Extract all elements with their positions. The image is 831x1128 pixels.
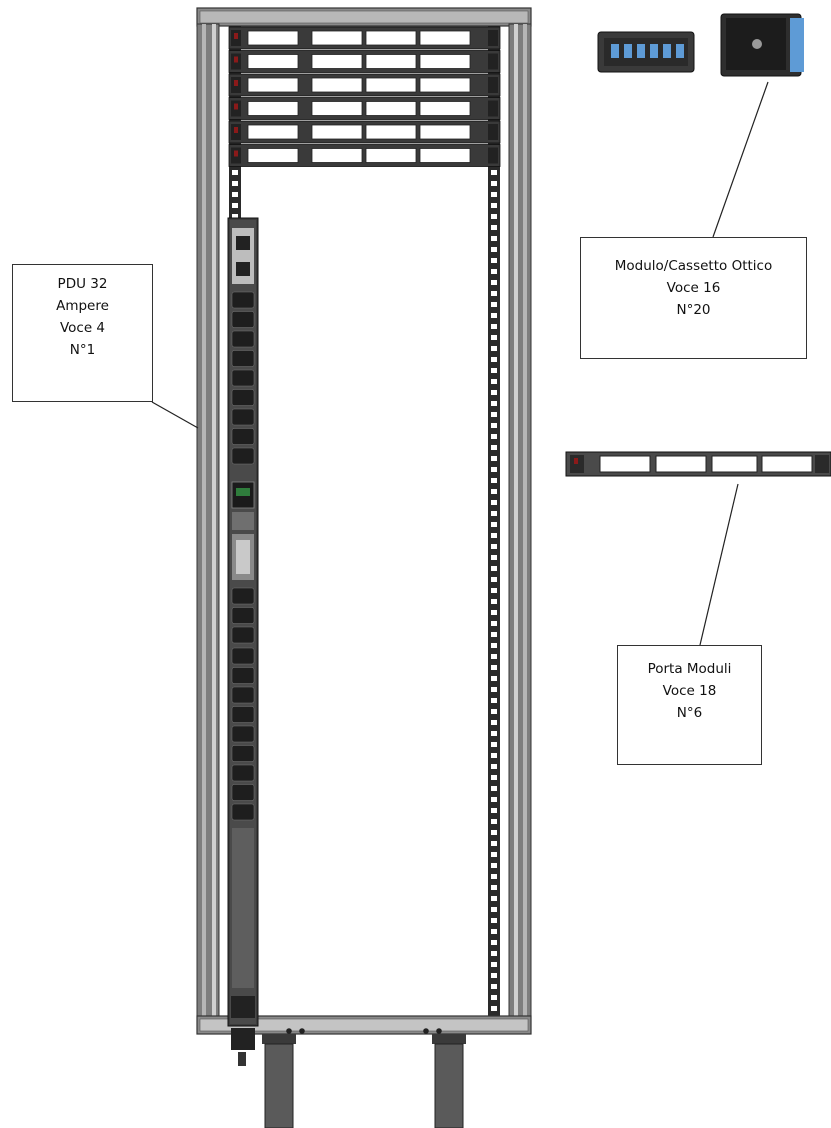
callout-optical-module: Modulo/Cassetto Ottico Voce 16 N°20 [580, 237, 807, 359]
callout-holder-line-3: N°6 [676, 705, 703, 721]
pdu-outlet [231, 647, 255, 665]
pdu-outlet [231, 428, 255, 445]
pdu-strip [227, 217, 259, 1066]
patch-panel [228, 73, 501, 97]
pdu-outlet [231, 291, 255, 309]
leader-line-cassette [712, 81, 769, 238]
pdu-outlet [231, 587, 255, 605]
pdu-outlet [231, 350, 255, 367]
callout-optical-line-2: Voce 16 [666, 280, 721, 296]
callout-pdu-line-1: PDU 32 [57, 276, 108, 292]
pdu-outlet [231, 369, 255, 387]
pdu-outlet [231, 447, 255, 465]
caster-left [262, 1034, 296, 1128]
pdu-outlet [231, 725, 255, 743]
pdu-outlet [231, 764, 255, 782]
module-holder-icon [565, 451, 831, 477]
pdu-outlet [231, 389, 255, 406]
pdu-outlet [231, 330, 255, 348]
callout-optical-line-1: Modulo/Cassetto Ottico [614, 258, 773, 274]
pdu-outlet [231, 686, 255, 704]
callout-pdu-line-4: N°1 [69, 342, 96, 358]
pdu-outlet [231, 784, 255, 801]
pdu-outlet [231, 408, 255, 426]
leader-line-pdu [151, 401, 199, 429]
callout-holder-line-1: Porta Moduli [647, 661, 732, 677]
pdu-outlet [231, 706, 255, 723]
callout-optical-line-3: N°20 [676, 302, 711, 318]
pdu-outlet [231, 667, 255, 684]
fiber-cassette-side-icon [720, 13, 804, 77]
patch-panel [228, 97, 501, 120]
patch-panel-stack [228, 26, 501, 167]
leader-line-holder [699, 483, 739, 646]
pdu-outlet [231, 607, 255, 624]
pdu-outlet [231, 803, 255, 821]
caster-right [432, 1034, 466, 1128]
pdu-outlet [231, 626, 255, 644]
callout-pdu-line-3: Voce 4 [59, 320, 106, 336]
patch-panel [228, 120, 501, 144]
pdu-outlet [231, 745, 255, 762]
fiber-cassette-icon [597, 31, 695, 73]
patch-panel [228, 26, 501, 50]
callout-holder-line-2: Voce 18 [662, 683, 717, 699]
pdu-outlet [231, 311, 255, 328]
callout-pdu: PDU 32 Ampere Voce 4 N°1 [12, 264, 153, 402]
patch-panel [228, 144, 501, 167]
patch-panel [228, 50, 501, 73]
callout-module-holder: Porta Moduli Voce 18 N°6 [617, 645, 762, 765]
callout-pdu-line-2: Ampere [56, 298, 109, 314]
